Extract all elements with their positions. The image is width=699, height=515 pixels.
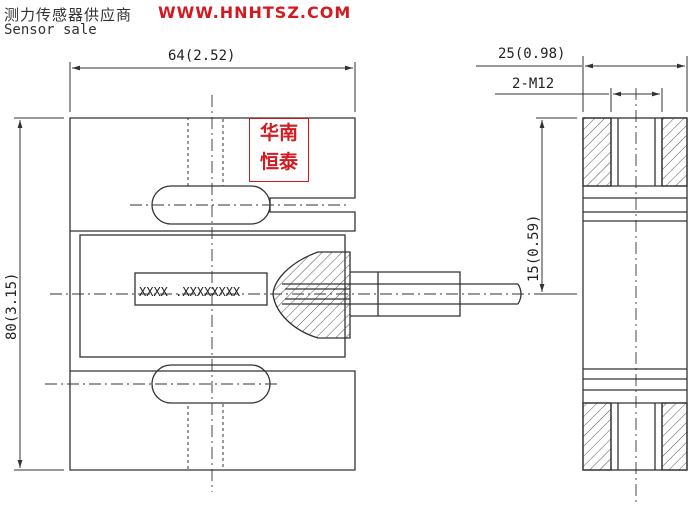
front-dimensions	[14, 62, 356, 471]
bottom-hatch-left	[582, 402, 612, 471]
top-block-outline	[69, 117, 356, 232]
website-link[interactable]: WWW.HNHTSZ.COM	[158, 3, 352, 22]
top-thread-hole	[187, 117, 224, 187]
top-hatch-right	[661, 117, 688, 187]
thread-dimension-label: 2-M12	[512, 76, 554, 92]
bottom-hatch-right	[661, 402, 688, 471]
depth-dimension-label: 25(0.98)	[498, 46, 565, 62]
cable-gland	[272, 251, 351, 339]
top-hatch-left	[582, 117, 612, 187]
side-body-outline	[582, 117, 688, 471]
label-plate-text: XXXX .XXXXXXXX	[139, 285, 241, 299]
stamp-line-2: 恒泰	[259, 151, 298, 173]
bottom-block-outline	[69, 370, 356, 471]
side-view	[582, 88, 688, 505]
label-plate	[134, 272, 268, 306]
company-title-cn: 测力传感器供应商	[4, 6, 133, 24]
subtitle-en: Sensor sale	[4, 22, 97, 38]
front-view	[45, 95, 540, 492]
bottom-thread-hole	[187, 402, 224, 471]
stamp-line-1: 华南	[259, 122, 298, 144]
cable	[282, 271, 522, 317]
center-offset-dimension-label: 15(0.59)	[526, 215, 542, 282]
brand-stamp: 华南 恒泰	[249, 118, 309, 182]
width-dimension-label: 64(2.52)	[168, 48, 235, 64]
height-dimension-label: 80(3.15)	[4, 273, 20, 340]
side-dimensions	[476, 56, 688, 295]
